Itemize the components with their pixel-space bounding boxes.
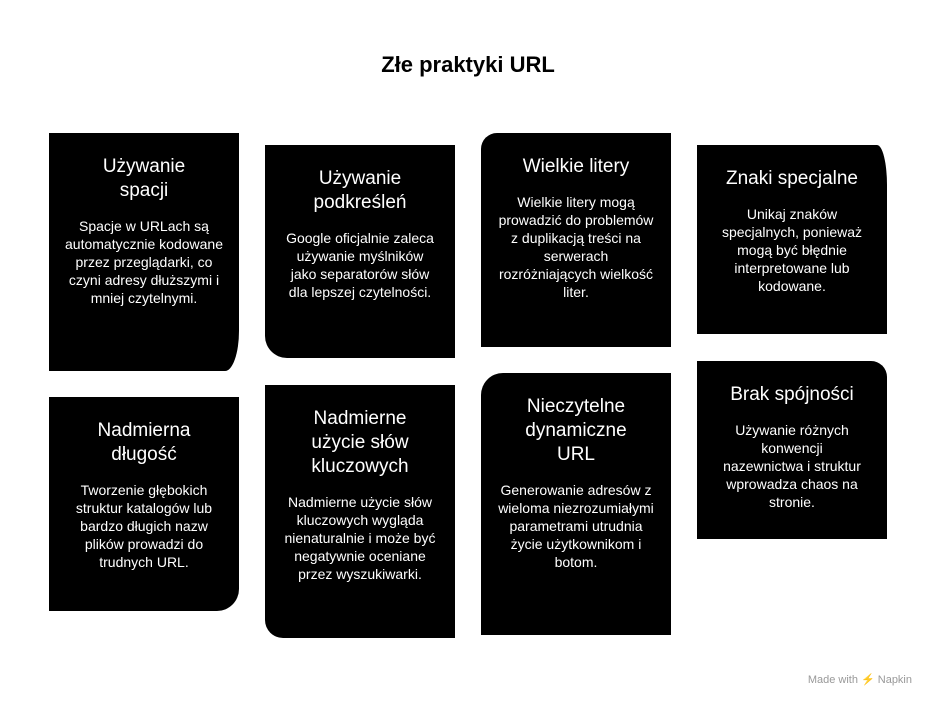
card-text: Generowanie adresów z wieloma niezrozumi… <box>498 482 654 570</box>
card-excessive-length: Nadmierna długość Tworzenie głębokich st… <box>49 397 239 611</box>
card-title: Nieczytelne dynamiczne URL <box>525 396 627 465</box>
card-text: Tworzenie głębokich struktur katalogów l… <box>75 482 213 570</box>
card-inconsistency: Brak spójności Używanie różnych konwencj… <box>697 361 887 539</box>
card-text: Google oficjalnie zaleca używanie myślni… <box>286 230 434 300</box>
card-title: Używanie spacji <box>102 156 186 201</box>
napkin-watermark: Made with ⚡ Napkin <box>807 674 912 686</box>
card-title: Nadmierne użycie słów kluczowych <box>311 408 409 477</box>
card-underscores: Używanie podkreśleń Google oficjalnie za… <box>265 145 455 358</box>
card-text: Spacje w URLach są automatycznie kodowan… <box>65 218 223 306</box>
card-uppercase: Wielkie litery Wielkie litery mogą prowa… <box>481 133 671 347</box>
card-special-chars: Znaki specjalne Unikaj znaków specjalnyc… <box>697 145 887 334</box>
card-dynamic-urls: Nieczytelne dynamiczne URL Generowanie a… <box>481 373 671 635</box>
card-text: Wielkie litery mogą prowadzić do problem… <box>498 194 654 300</box>
card-title: Wielkie litery <box>522 156 630 177</box>
card-title: Znaki specjalne <box>725 168 859 189</box>
card-text: Nadmierne użycie słów kluczowych wygląda… <box>284 494 436 582</box>
diagram-title: Złe praktyki URL <box>381 52 555 77</box>
card-title: Nadmierna długość <box>97 420 191 465</box>
card-text: Unikaj znaków specjalnych, ponieważ mogą… <box>721 206 863 294</box>
card-title: Używanie podkreśleń <box>313 168 407 213</box>
card-keyword-stuffing: Nadmierne użycie słów kluczowych Nadmier… <box>265 385 455 638</box>
card-text: Używanie różnych konwencji nazewnictwa i… <box>723 422 861 510</box>
card-title: Brak spójności <box>730 384 854 405</box>
card-spaces: Używanie spacji Spacje w URLach są autom… <box>49 133 239 371</box>
